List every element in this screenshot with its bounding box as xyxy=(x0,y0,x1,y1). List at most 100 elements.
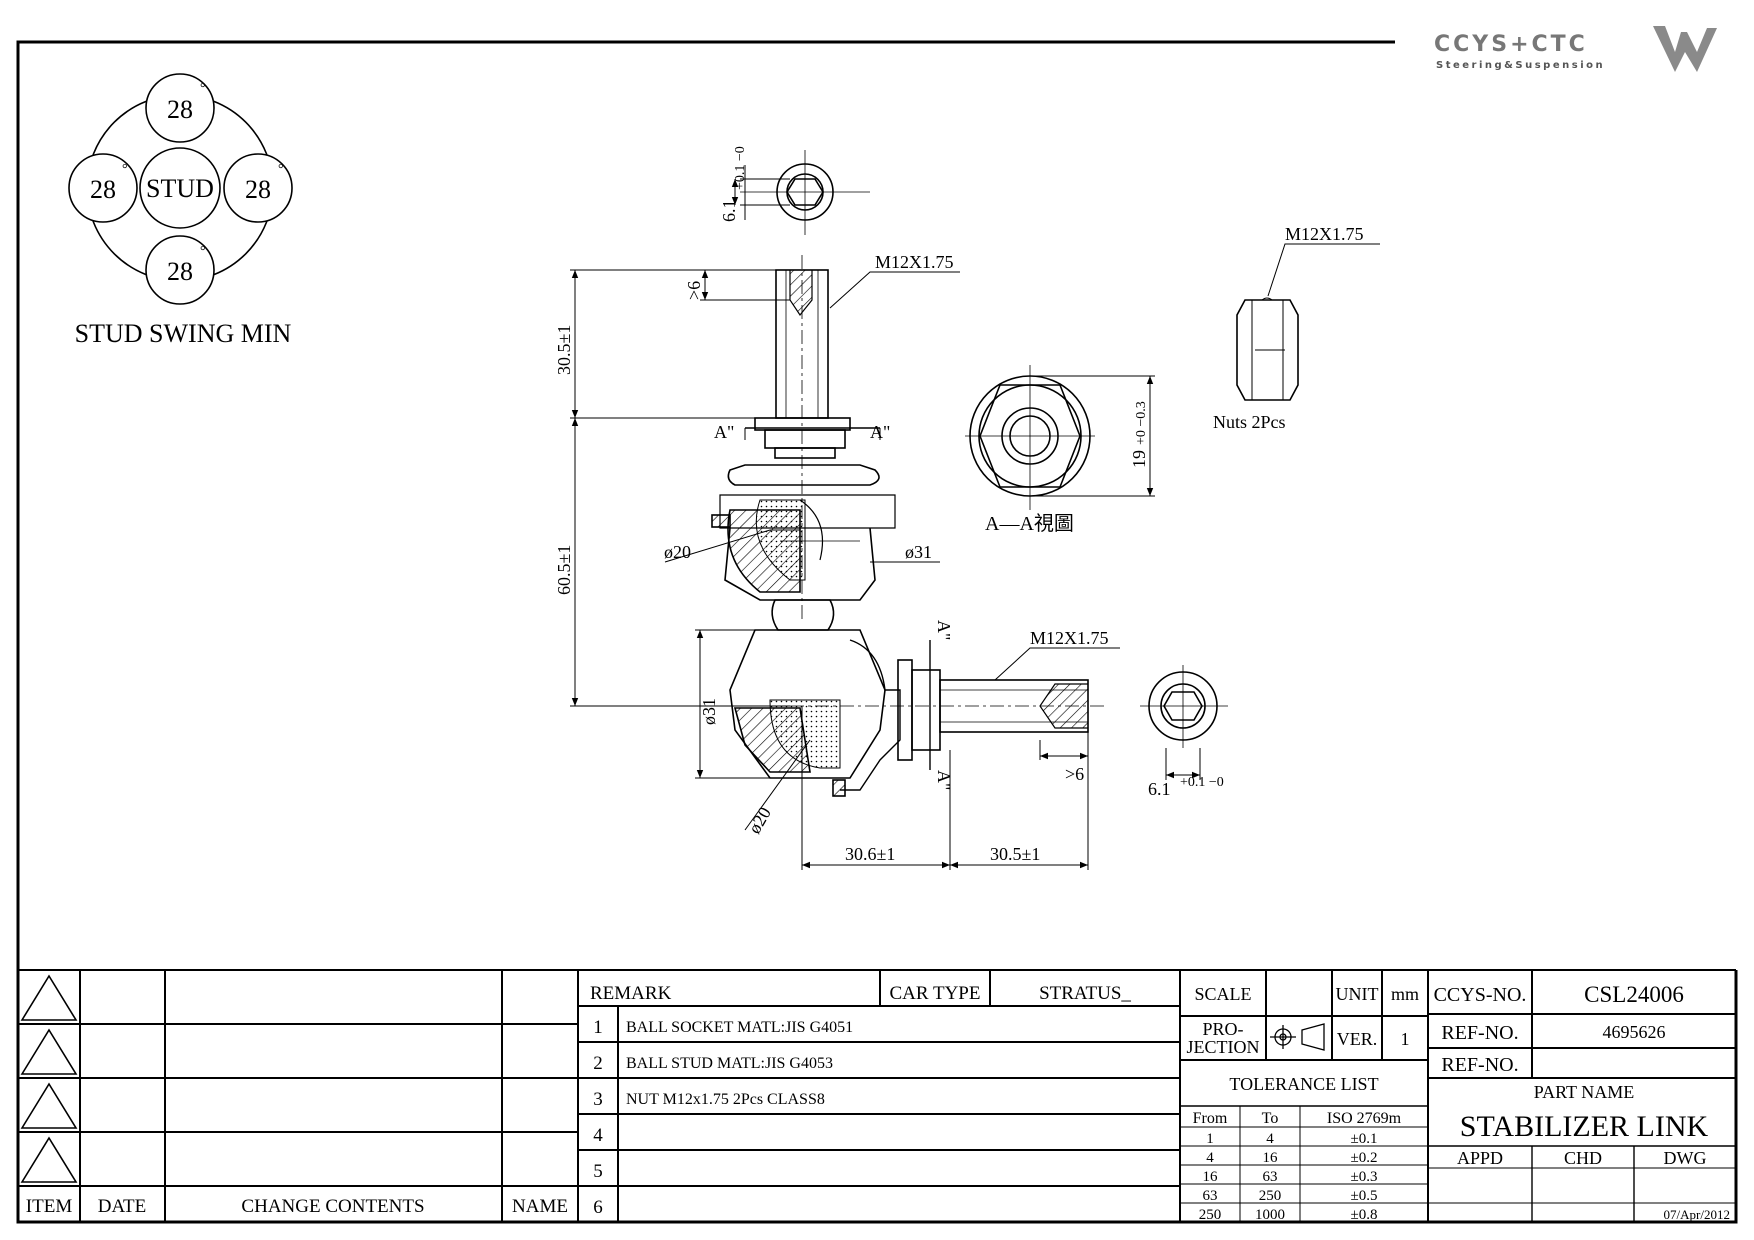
ccys-no-label: CCYS-NO. xyxy=(1434,984,1527,1006)
flange-dim: 19 xyxy=(1129,450,1149,468)
swing-circle-right xyxy=(223,153,293,223)
top-hex-tol: +0.1 −0 xyxy=(733,146,748,190)
svg-text:±0.5: ±0.5 xyxy=(1351,1188,1378,1204)
svg-text:3: 3 xyxy=(593,1089,603,1110)
svg-text:4: 4 xyxy=(1266,1131,1274,1147)
brand-tagline: Steering&Suspension xyxy=(1436,60,1606,71)
nut-thread-label: M12X1.75 xyxy=(1285,224,1364,244)
svg-text:From: From xyxy=(1193,1110,1228,1127)
rev-header-name: NAME xyxy=(512,1196,568,1217)
ball-dia-bottom: ø20 xyxy=(744,804,775,837)
bottom-hex-tol: +0.1 −0 xyxy=(1180,775,1224,790)
scale-label: SCALE xyxy=(1194,984,1251,1004)
stabilizer-link-drawing xyxy=(711,150,1299,797)
horizontal-left-dim: 30.6±1 xyxy=(845,844,895,864)
chd-label: CHD xyxy=(1564,1148,1602,1168)
rev-header-change: CHANGE CONTENTS xyxy=(241,1196,424,1217)
svg-text:250: 250 xyxy=(1259,1188,1282,1204)
svg-text:4: 4 xyxy=(1206,1150,1214,1166)
ver-label: VER. xyxy=(1337,1029,1378,1049)
svg-text:±0.3: ±0.3 xyxy=(1351,1169,1378,1185)
appd-label: APPD xyxy=(1457,1148,1503,1168)
revision-table xyxy=(18,970,579,1222)
ccys-no-value: CSL24006 xyxy=(1584,982,1684,1007)
dwg-label: DWG xyxy=(1664,1148,1707,1168)
svg-text:2: 2 xyxy=(593,1053,603,1074)
car-type-label: CAR TYPE xyxy=(890,983,981,1004)
svg-text:°: ° xyxy=(200,81,206,96)
svg-text:16: 16 xyxy=(1263,1150,1279,1166)
drawing-date: 07/Apr/2012 xyxy=(1664,1207,1730,1222)
body-length-dim: 60.5±1 xyxy=(554,545,574,595)
rev-header-date: DATE xyxy=(98,1196,147,1217)
svg-text:°: ° xyxy=(200,244,206,259)
top-thread-label: M12X1.75 xyxy=(875,252,954,272)
title-block xyxy=(1428,970,1736,1222)
swing-left-value: 28 xyxy=(90,175,116,204)
brand-mark-icon xyxy=(1653,26,1717,72)
dimension-labels: 6.1 +0.1 −0 M12X1.75 >6 30.5±1 60.5±1 A"… xyxy=(554,146,1364,864)
svg-text:°: ° xyxy=(278,162,284,177)
section-a-right: A" xyxy=(870,422,890,442)
svg-text:4: 4 xyxy=(593,1125,603,1146)
stud-swing-diagram: 28 ° 28 ° 28 ° 28 ° STUD STUD SWING MIN xyxy=(68,73,293,348)
car-type-value: STRATUS_ xyxy=(1039,983,1131,1004)
swing-circle-bottom xyxy=(145,235,215,305)
svg-text:To: To xyxy=(1262,1110,1279,1127)
svg-text:1000: 1000 xyxy=(1255,1207,1285,1223)
remark-table xyxy=(578,970,1181,1222)
svg-text:±0.8: ±0.8 xyxy=(1351,1207,1378,1223)
svg-text:°: ° xyxy=(122,162,128,177)
revision-headers: ITEM DATE CHANGE CONTENTS NAME xyxy=(26,1196,568,1217)
swing-top-value: 28 xyxy=(167,95,193,124)
svg-text:±0.2: ±0.2 xyxy=(1351,1150,1378,1166)
swing-center-label: STUD xyxy=(146,174,214,203)
part-name-value: STABILIZER LINK xyxy=(1460,1110,1709,1143)
svg-text:ISO 2769m: ISO 2769m xyxy=(1327,1110,1402,1127)
revision-triangle-icons xyxy=(20,974,78,1183)
svg-text:63: 63 xyxy=(1263,1169,1278,1185)
swing-right-value: 28 xyxy=(245,175,271,204)
svg-text:1: 1 xyxy=(593,1017,603,1038)
svg-text:250: 250 xyxy=(1199,1207,1222,1223)
brand-name: CCYS+CTC xyxy=(1434,32,1588,57)
sheet-border xyxy=(16,40,1738,1224)
top-hex-dim: 6.1 xyxy=(719,200,739,223)
ref-no-value-1: 4695626 xyxy=(1603,1022,1666,1042)
svg-text:16: 16 xyxy=(1203,1169,1219,1185)
section-a-left: A" xyxy=(714,422,734,442)
projection-symbol-icon xyxy=(1270,1023,1325,1051)
spec-table xyxy=(1180,970,1429,1222)
unit-value: mm xyxy=(1391,984,1419,1004)
section-a-down: A" xyxy=(934,770,954,790)
svg-text:6: 6 xyxy=(593,1197,603,1218)
unit-label: UNIT xyxy=(1336,984,1379,1004)
stud-length-dim: 30.5±1 xyxy=(554,325,574,375)
remark-row-3: NUT M12x1.75 2Pcs CLASS8 xyxy=(626,1091,825,1108)
nut-caption: Nuts 2Pcs xyxy=(1213,412,1286,432)
svg-text:63: 63 xyxy=(1203,1188,1218,1204)
dimension-lines xyxy=(570,179,1380,870)
rev-header-item: ITEM xyxy=(26,1196,73,1217)
swing-circle-left xyxy=(68,153,138,223)
svg-text:1: 1 xyxy=(1206,1131,1214,1147)
flange-tol: +0 −0.3 xyxy=(1134,401,1149,445)
swing-circle-top xyxy=(145,73,215,143)
swing-bottom-value: 28 xyxy=(167,257,193,286)
remark-title: REMARK xyxy=(590,983,672,1004)
horizontal-right-dim: 30.5±1 xyxy=(990,844,1040,864)
bottom-thread-label: M12X1.75 xyxy=(1030,628,1109,648)
swing-caption: STUD SWING MIN xyxy=(75,319,292,348)
projection-label-2: JECTION xyxy=(1187,1037,1260,1057)
remark-texts: REMARK CAR TYPE STRATUS_ 1 BALL SOCKET M… xyxy=(590,983,1131,1218)
bottom-thread-depth: >6 xyxy=(1065,764,1084,784)
tolerance-title: TOLERANCE LIST xyxy=(1229,1074,1378,1094)
svg-text:±0.1: ±0.1 xyxy=(1351,1131,1378,1147)
swing-circle-center xyxy=(139,147,221,229)
part-name-label: PART NAME xyxy=(1534,1082,1634,1102)
socket-dia-top: ø31 xyxy=(905,542,932,562)
ref-no-label-2: REF-NO. xyxy=(1441,1054,1518,1076)
remark-row-1: BALL SOCKET MATL:JIS G4051 xyxy=(626,1019,853,1036)
